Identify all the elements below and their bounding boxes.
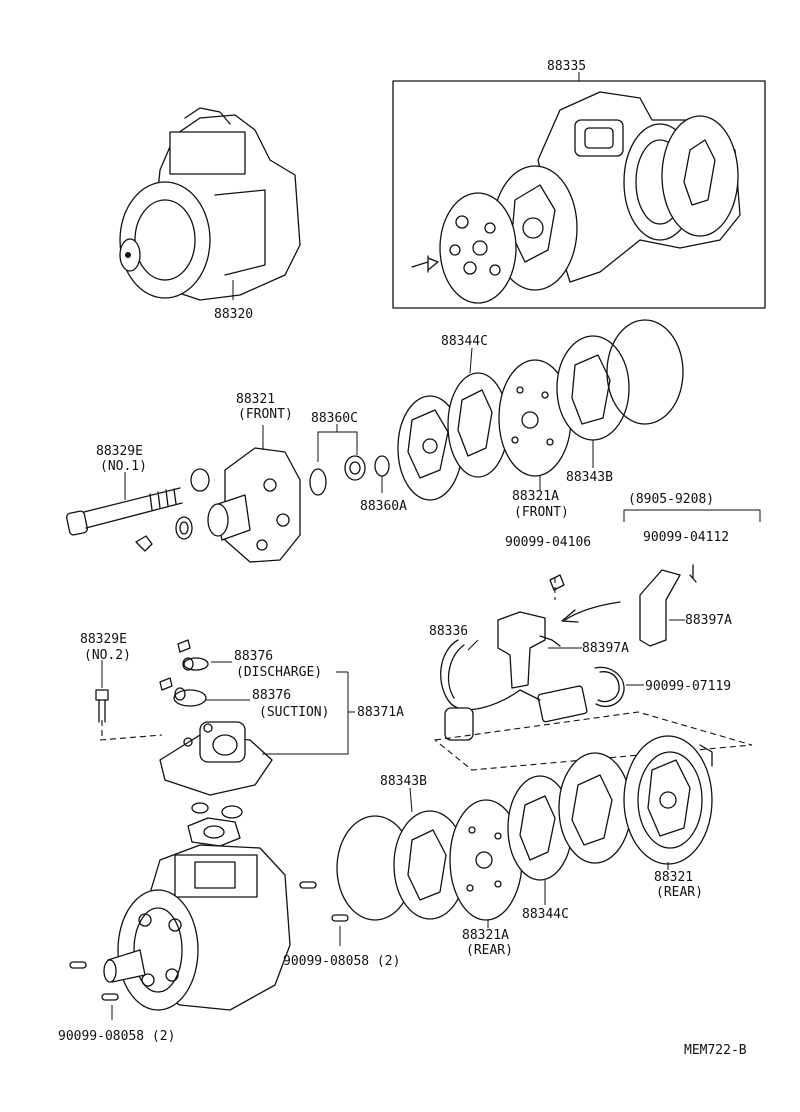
front-plate-stack [397,319,684,501]
label-88397a-2: 88397A [685,613,732,628]
label-90099-04106: 90099-04106 [505,535,591,550]
compressor-assembly-88320 [119,107,301,301]
switch-harness-88336 [440,574,588,741]
arrow-icon [561,601,621,623]
label-88329e-no2: 88329E [80,632,127,647]
label-88336: 88336 [429,624,468,639]
valve-fittings-88376 [159,639,250,707]
label-88329e-no1-note: (NO.1) [100,459,147,474]
label-88321-front-note: (FRONT) [238,407,293,422]
snap-ring-90099-07119 [594,666,644,707]
pins-90099-08058 [69,881,349,1020]
label-88335: 88335 [547,59,586,74]
label-88321-front: 88321 [236,392,275,407]
label-88376-suction-note: (SUCTION) [259,705,329,720]
rear-housing-88321 [623,735,713,870]
bolt-88329e-no1 [66,472,183,536]
dashed-leader-88329e-no2 [99,734,163,741]
date-range-bracket [623,509,761,522]
label-88321a-rear-note: (REAR) [466,943,513,958]
rear-plate-stack [336,752,632,928]
compressor-body-bottom [103,844,291,1011]
part-labels: 88335 88320 88344C 88321 (FRONT) 88360C … [58,59,747,1058]
label-88371a: 88371A [357,705,404,720]
label-88343b-bottom: 88343B [380,774,427,789]
label-88321a-rear: 88321A [462,928,509,943]
label-88360c: 88360C [311,411,358,426]
label-90099-04112: 90099-04112 [643,530,729,545]
seal-88360c [309,424,390,496]
footer-code: MEM722-B [684,1043,747,1058]
label-88360a: 88360A [360,499,407,514]
label-88376-suction: 88376 [252,688,291,703]
dashed-assembly-outline [433,711,753,771]
label-90099-08058-bottom: 90099-08058 (2) [58,1029,175,1044]
label-88343b-top: 88343B [566,470,613,485]
bolt-88329e-no2 [95,660,109,723]
label-88344c-bottom: 88344C [522,907,569,922]
label-90099-08058-mid: 90099-08058 (2) [283,954,400,969]
label-88321a-front: 88321A [512,489,559,504]
label-88329e-no2-note: (NO.2) [84,648,131,663]
front-small-parts [135,468,210,552]
label-88376-discharge-note: (DISCHARGE) [236,665,322,680]
label-88376-discharge: 88376 [234,649,273,664]
valve-head-88371a [159,671,355,796]
label-88321-rear-note: (REAR) [656,885,703,900]
label-88329e-no1: 88329E [96,444,143,459]
label-88320: 88320 [214,307,253,322]
label-88321a-front-note: (FRONT) [514,505,569,520]
label-88321-rear: 88321 [654,870,693,885]
label-88344c-top: 88344C [441,334,488,349]
label-date-range: (8905-9208) [628,492,714,507]
label-90099-07119: 90099-07119 [645,679,731,694]
kit-88335-box [392,72,766,309]
label-88397a-1: 88397A [582,641,629,656]
gaskets-small [187,802,243,847]
front-housing-88321 [207,425,301,563]
bracket-88397a [548,564,697,649]
